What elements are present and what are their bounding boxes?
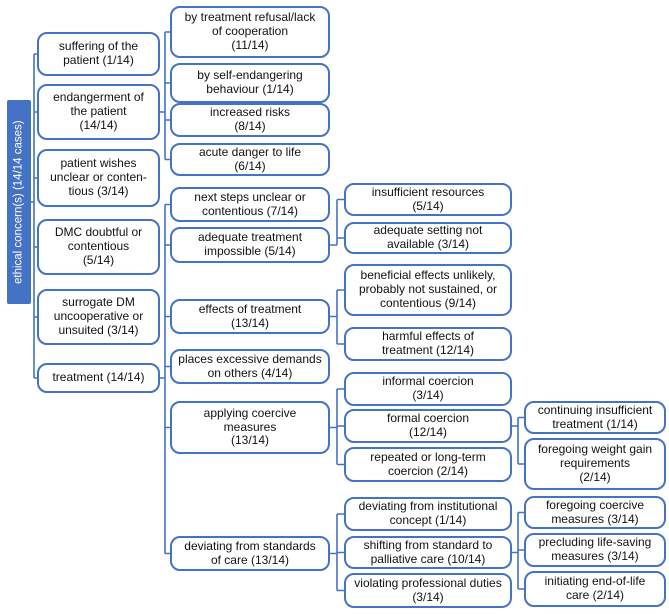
tree-node-continuing-insufficient: continuing insufficient treatment (1/14) [524,401,666,434]
tree-node-next-steps: next steps unclear or contentious (7/14) [170,187,330,222]
bracket-connector-from-effects-of-treatment [330,289,344,345]
tree-node-setting-not-available: adequate setting not available (3/14) [344,222,512,254]
tree-node-suffering-of-patient: suffering of the patient (1/14) [37,32,160,76]
tree-node-dmc-doubtful: DMC doubtful or contentious (5/14) [37,219,160,275]
tree-node-excessive-demands: places excessive demands on others (4/14… [170,349,330,384]
root-node-ethical-concerns: ethical concern(s) (14/14 cases) [7,100,31,304]
tree-node-precluding-lifesaving: precluding life-saving measures (3/14) [524,533,666,567]
bracket-connector-from-applying-coercion [330,388,344,466]
tree-node-acute-danger: acute danger to life (6/14) [170,143,330,176]
tree-node-deviating-standards: deviating from standards of care (13/14) [170,536,330,571]
tree-node-increased-risks: increased risks (8/14) [170,103,330,137]
bracket-connector-from-deviating-standards [330,513,344,592]
bracket-connector-from-adequate-treatment-impossible [330,198,344,246]
tree-node-insufficient-resources: insufficient resources (5/14) [344,183,512,216]
tree-node-patient-wishes: patient wishes unclear or conten- tious … [37,149,160,207]
tree-node-effects-of-treatment: effects of treatment (13/14) [170,299,330,334]
bracket-connector-from-formal-coercion [512,416,524,465]
tree-node-self-endangering: by self-endangering behaviour (1/14) [170,63,330,103]
tree-node-professional-duties: violating professional duties (3/14) [344,573,512,608]
tree-node-treatment-refusal: by treatment refusal/lack of cooperation… [170,6,330,58]
tree-node-adequate-treatment-impossible: adequate treatment impossible (5/14) [170,227,330,263]
tree-node-end-of-life: initiating end-of-life care (2/14) [524,571,666,607]
tree-node-repeated-coercion: repeated or long-term coercion (2/14) [344,447,512,482]
bracket-connector-from-endangerment [160,31,170,161]
tree-node-institutional-concept: deviating from institutional concept (1/… [344,497,512,531]
tree-node-palliative-shift: shifting from standard to palliative car… [344,536,512,569]
bracket-connector-from-palliative-shift [512,511,524,590]
tree-node-endangerment: endangerment of the patient (14/14) [37,84,160,140]
tree-node-beneficial-effects: beneficial effects unlikely, probably no… [344,264,512,316]
tree-node-applying-coercion: applying coercive measures (13/14) [170,401,330,454]
tree-node-formal-coercion: formal coercion (12/14) [344,409,512,443]
tree-node-harmful-effects: harmful effects of treatment (12/14) [344,327,512,361]
bracket-connector-from-root [31,53,37,379]
tree-node-surrogate-dm: surrogate DM uncooperative or unsuited (… [37,289,160,345]
tree-node-foregoing-coercion: foregoing coercive measures (3/14) [524,496,666,529]
tree-node-treatment: treatment (14/14) [37,363,160,393]
tree-node-informal-coercion: informal coercion (3/14) [344,372,512,406]
bracket-connector-from-treatment [160,203,170,555]
tree-node-weight-gain: foregoing weight gain requirements (2/14… [524,438,666,490]
